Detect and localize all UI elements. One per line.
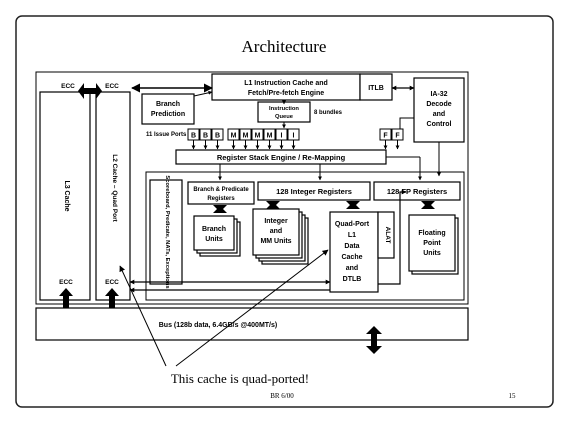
itlb-label: ITLB <box>368 85 384 92</box>
issue-port-label: B <box>215 133 220 140</box>
issue-ports-label: 11 Issue Ports <box>146 132 187 138</box>
issue-port-label: I <box>293 133 295 140</box>
l3-cache-label: L3 Cache <box>63 180 70 211</box>
l3-bus-double-arrow <box>59 288 73 324</box>
footer-text: BR 6/00 <box>270 392 294 400</box>
branch-prediction-label-2: Prediction <box>151 111 185 118</box>
branch-units-label-1: Branch <box>202 226 226 233</box>
fp-units-label-3: Units <box>423 250 441 257</box>
branch-units-label-2: Units <box>205 236 223 243</box>
ia32-label-1: IA-32 <box>430 91 447 98</box>
fp-units-label-2: Point <box>423 240 441 247</box>
fp-units-label-1: Floating <box>418 230 445 237</box>
issue-port-label: F <box>395 133 400 140</box>
ia32-label-2: Decode <box>426 101 451 108</box>
bus-io-double-arrow <box>366 326 382 354</box>
issue-port-label: B <box>191 133 196 140</box>
alat-box <box>377 211 395 259</box>
l2-cache-label: L2 Cache – Quad Port <box>111 154 118 222</box>
ecc-label-l3-bottom: ECC <box>59 279 73 286</box>
l1d-label-2: L1 <box>348 232 356 239</box>
issue-port-label: M <box>267 133 273 140</box>
int-registers-label: 128 Integer Registers <box>276 187 352 196</box>
execution-core-frame <box>145 171 465 301</box>
branch-prediction-label-1: Branch <box>156 101 180 108</box>
fp-registers-label: 128 FP Registers <box>387 187 447 196</box>
l1d-link-icon <box>346 201 360 209</box>
ia32-label-4: Control <box>427 121 452 128</box>
l1d-label-5: and <box>346 265 358 272</box>
branch-pred-regs-label-2: Registers <box>207 196 235 202</box>
instruction-queue-label-2: Queue <box>275 114 294 120</box>
issue-port-label: M <box>243 133 249 140</box>
scoreboard-box <box>149 179 183 285</box>
l1-dcache-box <box>329 211 379 293</box>
issue-port-label: I <box>281 133 283 140</box>
bundles-label: 8 bundles <box>314 110 343 116</box>
branch-units-box <box>193 215 235 251</box>
l1-icache-box <box>211 73 361 101</box>
l1-icache-label-1: L1 Instruction Cache and <box>244 80 328 87</box>
ecc-label-l2-bottom: ECC <box>105 279 119 286</box>
l1d-label-6: DTLB <box>343 276 362 283</box>
l1d-label-3: Data <box>344 243 359 250</box>
ecc-label-l3-top: ECC <box>61 83 75 90</box>
slide-title: Architecture <box>242 37 327 56</box>
architecture-frame <box>35 71 469 305</box>
ecc-label-l2-top: ECC <box>105 83 119 90</box>
instruction-queue-label-1: Instruction <box>269 106 299 112</box>
l3-l2-double-arrow <box>78 83 102 99</box>
page-number: 15 <box>509 392 517 400</box>
l1d-label-4: Cache <box>341 254 362 261</box>
annotation-arrow-l1d <box>175 249 329 367</box>
issue-port-label: F <box>383 133 388 140</box>
l3-cache-box <box>39 91 91 301</box>
int-mm-box <box>252 208 300 256</box>
annotation-arrow-l2 <box>119 265 167 367</box>
branch-units-link-icon <box>213 205 227 213</box>
int-mm-label-1: Integer <box>264 218 288 225</box>
branch-prediction-box <box>141 93 195 125</box>
l1d-fp-connector <box>378 189 407 285</box>
branch-pred-regs-label-1: Branch & Predicate <box>193 187 249 193</box>
fp-units-box <box>408 214 456 272</box>
issue-port-label: M <box>231 133 237 140</box>
fp-units-link-icon <box>421 201 435 209</box>
int-units-link-icon <box>266 201 280 209</box>
branch-pred-regs-box <box>187 181 255 205</box>
l1d-label-1: Quad-Port <box>335 221 370 228</box>
int-registers-box <box>257 181 371 201</box>
issue-port-label: M <box>255 133 261 140</box>
l1-icache-label-2: Fetch/Pre-fetch Engine <box>248 90 324 97</box>
bus-box <box>35 307 469 341</box>
ia32-decode-box <box>413 77 465 143</box>
register-stack-label: Register Stack Engine / Re-Mapping <box>217 153 346 162</box>
scoreboard-label: Scoreboard, Predicate, NATs, Exceptions <box>164 175 170 288</box>
bus-label: Bus (128b data, 6.4GB/s @400MT/s) <box>159 322 277 329</box>
int-mm-label-2: and <box>270 228 282 235</box>
alat-label: ALAT <box>384 227 391 244</box>
ia32-label-3: and <box>433 111 445 118</box>
caption-text: This cache is quad-ported! <box>171 371 309 386</box>
fp-registers-box <box>373 181 461 201</box>
l2-bus-double-arrow <box>105 288 119 324</box>
branch-icache-connector <box>193 90 213 97</box>
int-mm-label-3: MM Units <box>260 238 291 245</box>
l2-cache-box <box>95 91 131 301</box>
issue-port-label: B <box>203 133 208 140</box>
